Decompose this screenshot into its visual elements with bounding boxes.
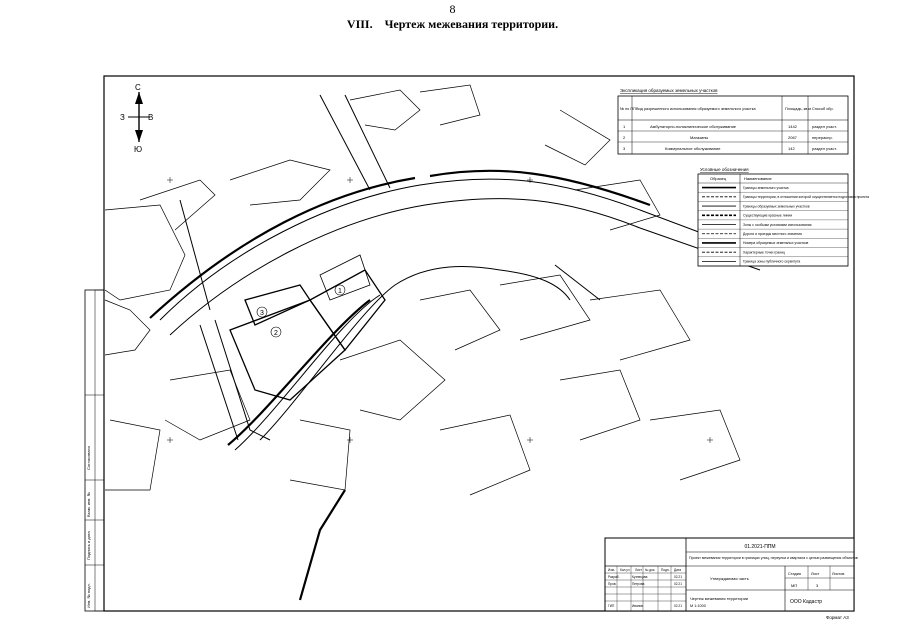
- legend-caption: Условные обозначения: [700, 167, 749, 172]
- svg-text:Площадь, кв.м: Площадь, кв.м: [785, 107, 811, 111]
- legend-item: Существующие красные линии: [743, 214, 792, 218]
- svg-text:02.21: 02.21: [674, 582, 682, 586]
- parcel-labels: 1 2 3: [256, 284, 346, 338]
- svg-text:Изм.: Изм.: [608, 568, 615, 572]
- parcel-label-3: 3: [260, 310, 264, 317]
- svg-text:Дата: Дата: [674, 568, 681, 572]
- doc-name: Утверждаемая часть: [710, 576, 749, 581]
- svg-text:Амбулаторно-поликлиническое об: Амбулаторно-поликлиническое обслуживание: [650, 124, 737, 129]
- table-row: 3: [623, 146, 626, 151]
- svg-text:ГИП: ГИП: [608, 604, 615, 608]
- section-title: Чертеж межевания территории.: [384, 17, 559, 31]
- svg-text:2067: 2067: [788, 135, 798, 140]
- map-red-lines: [149, 169, 651, 601]
- legend-item: Границы образуемых земельных участков: [743, 204, 810, 208]
- doc-code: 01.2021-ППМ: [744, 544, 775, 550]
- svg-text:Лист: Лист: [811, 572, 820, 576]
- svg-text:раздел участ.: раздел участ.: [812, 146, 837, 151]
- parcel-label-2: 2: [274, 330, 278, 337]
- svg-text:Пров.: Пров.: [608, 582, 617, 586]
- svg-text:раздел участ.: раздел участ.: [812, 124, 837, 129]
- table-row: 2: [623, 135, 626, 140]
- legend-item: Границы земельного участка: [743, 186, 789, 190]
- compass-north: С: [135, 83, 141, 92]
- svg-text:Способ обр.: Способ обр.: [812, 107, 834, 111]
- doc-description: Проект межевания территории в границах у…: [689, 556, 858, 560]
- parcels-table: Экспликация образуемых земельных участко…: [617, 88, 849, 155]
- compass-east: В: [148, 113, 153, 122]
- legend-item: Характерные точки границ: [743, 250, 785, 254]
- compass-south: Ю: [134, 145, 142, 154]
- parcel-label-1: 1: [338, 288, 342, 295]
- svg-text:перераспр.: перераспр.: [812, 135, 833, 140]
- legend-item: Дороги и проезды местного значения: [743, 232, 802, 236]
- legend-item: Границы территории, в отношении которой …: [743, 195, 869, 199]
- parcel-marker-1: [334, 284, 346, 296]
- svg-text:Подп.: Подп.: [661, 568, 670, 572]
- page-title: VIII. Чертеж межевания территории.: [0, 17, 905, 32]
- svg-text:3: 3: [816, 583, 819, 588]
- legend-item: Зоны с особыми условиями использования: [743, 223, 812, 227]
- stamp-inv-original: Инв. № подл.: [86, 583, 91, 608]
- sheet-scale: М 1:1000: [690, 604, 706, 608]
- svg-text:Листов: Листов: [832, 572, 844, 576]
- svg-text:Лист: Лист: [635, 568, 642, 572]
- stamp-signature-date: Подпись и дата: [86, 530, 91, 560]
- stamp-agreed: Согласовано: [86, 445, 91, 470]
- table-row: 1: [623, 124, 626, 129]
- sheet-name: Чертеж межевания территории: [690, 596, 748, 601]
- svg-text:Петрова: Петрова: [632, 582, 645, 586]
- svg-text:№ по ПП: № по ПП: [620, 107, 636, 111]
- north-arrow-icon: [135, 92, 143, 104]
- organization: ООО Кадастр: [790, 599, 822, 605]
- grid-crosses: [167, 177, 713, 443]
- svg-text:Иванов: Иванов: [632, 604, 643, 608]
- parcel-marker-3: [256, 306, 268, 318]
- section-roman: VIII.: [346, 17, 373, 31]
- svg-text:Коммунальное обслуживание: Коммунальное обслуживание: [665, 146, 721, 151]
- svg-text:МП: МП: [791, 583, 797, 588]
- svg-text:1442: 1442: [788, 124, 798, 129]
- svg-text:Кол.уч: Кол.уч: [620, 568, 630, 572]
- title-block: 01.2021-ППМ Проект межевания территории …: [604, 537, 858, 612]
- compass-west: З: [120, 113, 125, 122]
- map-buildings: [104, 84, 741, 496]
- page-number: 8: [449, 2, 456, 16]
- legend: Условные обозначения Образец Наименовани…: [697, 167, 869, 267]
- legend-item: Номера образуемых земельных участков: [743, 241, 808, 245]
- svg-text:№ док.: № док.: [645, 568, 655, 572]
- parcel-marker-2: [270, 326, 282, 338]
- side-stamp: Согласовано Взам. инв. № Подпись и дата …: [84, 289, 105, 612]
- drawing-frame: [103, 75, 855, 612]
- legend-item: Граница зоны публичного сервитута: [743, 260, 800, 264]
- sheet-format: Формат А3: [826, 615, 849, 620]
- svg-text:02.21: 02.21: [674, 575, 682, 579]
- stamp-replace-inv: Взам. инв. №: [86, 492, 91, 517]
- svg-text:Магазины: Магазины: [690, 135, 708, 140]
- parcels-table-caption: Экспликация образуемых земельных участко…: [620, 88, 718, 93]
- compass: С Ю З В: [120, 83, 153, 154]
- svg-text:Стадия: Стадия: [788, 572, 801, 576]
- map-parcels: [229, 254, 386, 401]
- svg-text:Наименование: Наименование: [744, 176, 773, 181]
- svg-text:142: 142: [788, 146, 795, 151]
- svg-text:Кузнецова: Кузнецова: [632, 575, 648, 579]
- svg-text:Образец: Образец: [710, 176, 727, 181]
- svg-text:Вид разрешенного использования: Вид разрешенного использования образуемо…: [636, 107, 756, 111]
- svg-text:02.21: 02.21: [674, 604, 682, 608]
- svg-text:Разраб.: Разраб.: [608, 575, 620, 579]
